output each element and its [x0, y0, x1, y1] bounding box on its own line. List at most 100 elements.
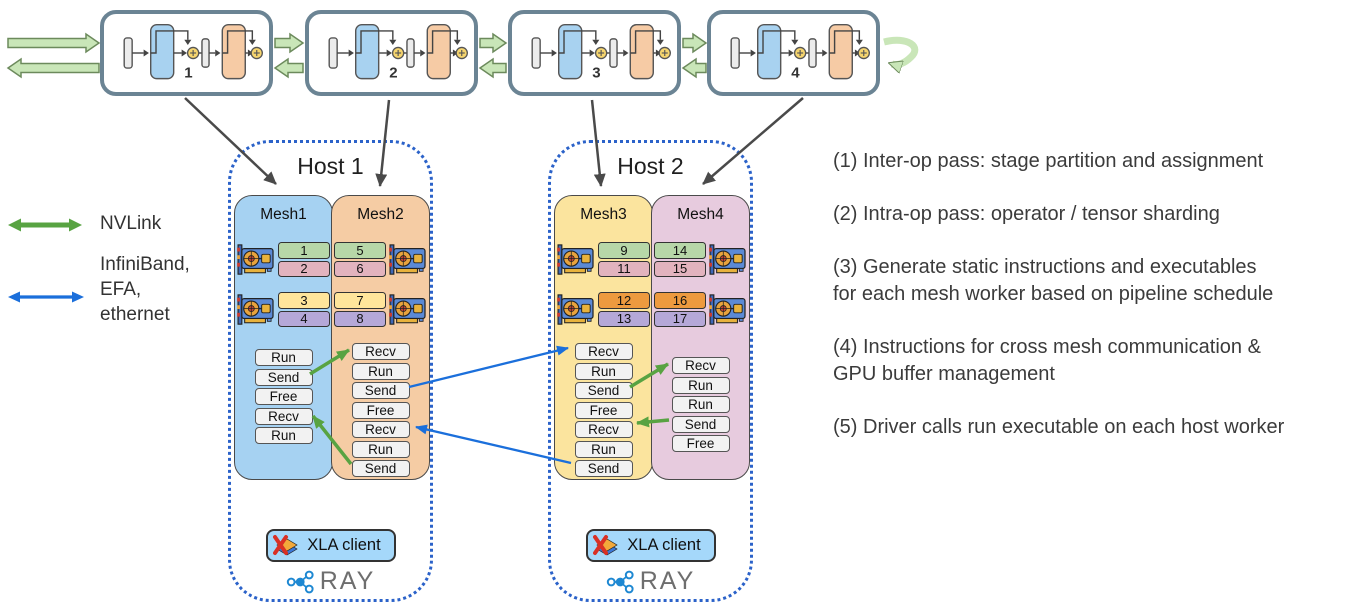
stage-label: 1	[184, 65, 192, 82]
instruction-box: Recv	[574, 343, 633, 360]
instruction-box: Run	[574, 362, 633, 380]
xla-client-label: XLA client	[307, 536, 381, 554]
gpu-icon	[237, 293, 274, 325]
gpu-slot-11: 11	[598, 260, 650, 277]
gpu-slot-15: 15	[654, 260, 706, 277]
stage-label: 4	[791, 65, 800, 82]
instruction-box: Recv	[254, 407, 313, 425]
gpu-icon	[709, 243, 746, 275]
xla-client-button: XLA client	[585, 529, 716, 562]
stage-diagram: 3	[531, 24, 671, 82]
gpu-icon	[237, 243, 274, 275]
instruction-box: Send	[351, 382, 410, 399]
gpu-icon	[709, 293, 746, 325]
stage-box-3: 3	[508, 10, 681, 96]
instruction-box: Run	[254, 427, 313, 444]
instruction-box: Run	[351, 362, 410, 380]
instruction-box: Recv	[351, 421, 410, 438]
ray-icon	[286, 570, 314, 593]
instruction-box: Send	[351, 460, 410, 477]
instruction-box: Run	[254, 349, 313, 366]
instruction-box: Send	[574, 460, 633, 477]
xla-icon	[272, 534, 298, 555]
annotation-2: (2) Intra-op pass: operator / tensor sha…	[833, 203, 1220, 225]
gpu-icon	[557, 293, 594, 325]
ray-label: RAY	[639, 567, 696, 595]
ray-logo: RAY	[606, 567, 696, 596]
ray-logo: RAY	[286, 567, 376, 596]
gpu-slot-8: 8	[334, 310, 386, 327]
instruction-box: Run	[671, 376, 730, 394]
interconnect-label: InfiniBand,EFA,ethernet	[100, 254, 190, 325]
stage-box-4: 4	[707, 10, 880, 96]
annotation-1: (1) Inter-op pass: stage partition and a…	[833, 150, 1264, 172]
stage-label: 3	[592, 65, 600, 82]
annotation-3: (3) Generate static instructions and exe…	[833, 256, 1274, 305]
stage-box-2: 2	[305, 10, 478, 96]
stage-box-1: 1	[100, 10, 273, 96]
instruction-box: Free	[254, 388, 313, 405]
xla-client-button: XLA client	[265, 529, 396, 562]
instruction-box: Run	[671, 396, 730, 413]
gpu-icon	[389, 243, 426, 275]
stage-diagram: 4	[730, 24, 870, 82]
gpu-slot-17: 17	[654, 310, 706, 327]
gpu-slot-13: 13	[598, 310, 650, 327]
gpu-slot-4: 4	[278, 310, 330, 327]
ray-icon	[606, 570, 634, 593]
gpu-slot-2: 2	[278, 260, 330, 277]
mesh-title: Mesh3	[580, 206, 627, 223]
annotation-4: (4) Instructions for cross mesh communic…	[833, 336, 1261, 385]
gpu-slot-9: 9	[598, 242, 650, 259]
instruction-box: Free	[351, 401, 410, 419]
instruction-box: Send	[671, 415, 730, 433]
ray-label: RAY	[319, 567, 376, 595]
host-title: Host 2	[617, 153, 684, 179]
nvlink-label: NVLink	[100, 213, 162, 234]
stage-diagram: 2	[328, 24, 468, 82]
stage-diagram: 1	[123, 24, 263, 82]
mesh-title: Mesh2	[357, 206, 404, 223]
annotation-5: (5) Driver calls run executable on each …	[833, 416, 1285, 438]
mesh-title: Mesh4	[677, 206, 724, 223]
instruction-box: Recv	[351, 343, 410, 360]
instruction-box: Run	[574, 440, 633, 458]
gpu-slot-1: 1	[278, 242, 330, 259]
gpu-slot-12: 12	[598, 292, 650, 309]
cross-mesh-arrows	[408, 345, 572, 465]
nvlink-arrow-icon	[8, 216, 82, 239]
gpu-slot-6: 6	[334, 260, 386, 277]
gpu-slot-7: 7	[334, 292, 386, 309]
host-title: Host 1	[297, 153, 364, 179]
instruction-box: Send	[254, 368, 313, 386]
gpu-icon	[389, 293, 426, 325]
interconnect-arrow-icon	[8, 290, 84, 309]
instruction-box: Free	[671, 435, 730, 452]
gpu-slot-3: 3	[278, 292, 330, 309]
instruction-box: Free	[574, 401, 633, 419]
gpu-slot-14: 14	[654, 242, 706, 259]
xla-client-label: XLA client	[627, 536, 701, 554]
xla-icon	[592, 534, 618, 555]
gpu-slot-5: 5	[334, 242, 386, 259]
stage-label: 2	[389, 65, 397, 82]
instruction-box: Recv	[574, 421, 633, 438]
